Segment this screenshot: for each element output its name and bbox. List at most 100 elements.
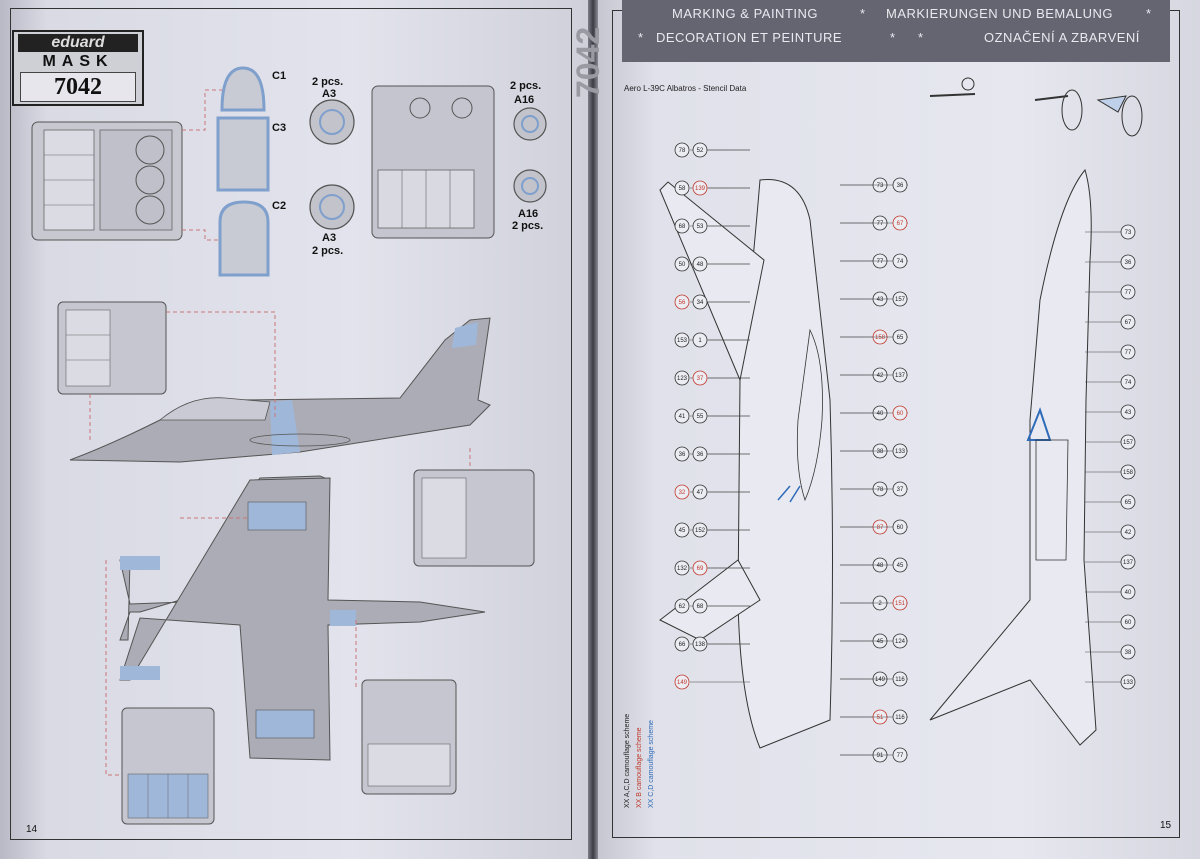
svg-text:74: 74 xyxy=(897,259,904,265)
legend-mark-1: XX xyxy=(624,798,631,808)
part-qty-a16-top: 2 pcs. xyxy=(510,80,542,92)
header-marking-fr: DECORATION ET PEINTURE xyxy=(656,30,843,45)
left-callout: 37 xyxy=(692,370,750,386)
svg-text:68: 68 xyxy=(697,604,704,610)
svg-text:45: 45 xyxy=(679,528,686,534)
svg-text:77: 77 xyxy=(877,221,884,227)
center-callout: 65 xyxy=(840,329,908,345)
right-callout: 73 xyxy=(1085,224,1136,240)
part-label-a3-bottom: A3 xyxy=(322,232,337,244)
svg-text:40: 40 xyxy=(1125,590,1132,596)
legend-text-2: B camouflage scheme xyxy=(636,727,643,797)
left-callout: 152 xyxy=(692,522,750,538)
svg-text:66: 66 xyxy=(679,642,686,648)
aircraft-top-icon xyxy=(119,475,486,761)
svg-text:58: 58 xyxy=(679,186,686,192)
svg-text:32: 32 xyxy=(679,490,686,496)
part-label-a16-bottom: A16 xyxy=(518,208,539,220)
center-callout: 116 xyxy=(840,671,908,687)
left-callout: 69 xyxy=(692,560,750,576)
svg-text:73: 73 xyxy=(877,183,884,189)
header-sep-3: * xyxy=(638,30,644,45)
page-number-left: 14 xyxy=(26,824,38,835)
svg-text:60: 60 xyxy=(897,411,904,417)
svg-text:78: 78 xyxy=(679,148,686,154)
svg-text:69: 69 xyxy=(697,566,704,572)
svg-text:47: 47 xyxy=(697,490,704,496)
right-callout: 40 xyxy=(1085,584,1136,600)
svg-text:151: 151 xyxy=(895,601,906,607)
right-callout: 67 xyxy=(1085,314,1136,330)
marking-header: MARKING & PAINTING * MARKIERUNGEN UND BE… xyxy=(622,0,1170,62)
svg-text:52: 52 xyxy=(697,148,704,154)
svg-text:42: 42 xyxy=(1125,530,1132,536)
svg-text:1: 1 xyxy=(698,338,702,344)
part-label-c2: C2 xyxy=(272,200,287,212)
svg-text:116: 116 xyxy=(895,677,905,683)
svg-text:36: 36 xyxy=(897,183,904,189)
aircraft-side-icon xyxy=(69,317,491,463)
right-callout: 157 xyxy=(1085,434,1136,450)
svg-text:65: 65 xyxy=(897,335,904,341)
svg-text:67: 67 xyxy=(1125,320,1132,326)
svg-text:41: 41 xyxy=(679,414,686,420)
legend-text-1: A,C,D camouflage scheme xyxy=(624,713,631,798)
svg-text:67: 67 xyxy=(897,221,904,227)
right-callout: 158 xyxy=(1085,464,1136,480)
svg-text:137: 137 xyxy=(1123,560,1134,566)
svg-text:56: 56 xyxy=(679,300,686,306)
left-callout: 139 xyxy=(692,180,750,196)
left-callout: 34 xyxy=(692,294,750,310)
svg-text:45: 45 xyxy=(877,639,884,645)
svg-text:124: 124 xyxy=(895,639,906,645)
svg-text:42: 42 xyxy=(877,373,884,379)
legend-entry-3: XX C,D camouflage scheme xyxy=(648,720,655,808)
center-callout: 151 xyxy=(840,595,908,611)
logo-product-line: MASK xyxy=(18,54,138,70)
right-callout: 60 xyxy=(1085,614,1136,630)
center-callout: 74 xyxy=(840,253,908,269)
right-callout: 42 xyxy=(1085,524,1136,540)
center-callout: 116 xyxy=(840,709,908,725)
svg-text:87: 87 xyxy=(877,525,884,531)
canopy-icon xyxy=(216,66,270,277)
header-sep-2: * xyxy=(1146,6,1152,21)
fret-icon xyxy=(413,469,535,567)
logo-code: 7042 xyxy=(20,72,136,102)
svg-text:55: 55 xyxy=(697,414,704,420)
right-callout: 133 xyxy=(1085,674,1136,690)
page-number-right: 15 xyxy=(1160,820,1172,831)
left-callout: 1 xyxy=(692,332,750,348)
svg-text:48: 48 xyxy=(697,262,704,268)
center-callout: 60 xyxy=(840,405,908,421)
svg-text:48: 48 xyxy=(877,563,884,569)
svg-text:45: 45 xyxy=(897,563,904,569)
svg-text:77: 77 xyxy=(1125,290,1132,296)
left-callout: 53 xyxy=(692,218,750,234)
part-qty-a3-top: 2 pcs. xyxy=(312,76,344,88)
svg-text:37: 37 xyxy=(697,376,704,382)
svg-text:34: 34 xyxy=(697,300,704,306)
legend-mark-3: XX xyxy=(648,798,655,808)
svg-text:139: 139 xyxy=(695,186,706,192)
page-gutter xyxy=(588,0,598,859)
svg-text:137: 137 xyxy=(895,373,906,379)
header-sep-5: * xyxy=(918,30,924,45)
header-sep-1: * xyxy=(860,6,866,21)
center-callout: 124 xyxy=(840,633,908,649)
right-callout: 36 xyxy=(1085,254,1136,270)
fret-icon xyxy=(371,85,495,239)
fret-icon xyxy=(121,707,215,825)
header-sep-4: * xyxy=(890,30,896,45)
svg-text:73: 73 xyxy=(1125,230,1132,236)
leader-lines xyxy=(89,89,471,776)
fret-icon xyxy=(361,679,457,795)
left-callout: 48 xyxy=(692,256,750,272)
center-callout: 77 xyxy=(840,747,908,763)
left-page-frame xyxy=(10,8,572,840)
svg-text:77: 77 xyxy=(1125,350,1132,356)
logo-brand: eduard xyxy=(18,34,138,52)
svg-text:43: 43 xyxy=(877,297,884,303)
right-callout: 38 xyxy=(1085,644,1136,660)
